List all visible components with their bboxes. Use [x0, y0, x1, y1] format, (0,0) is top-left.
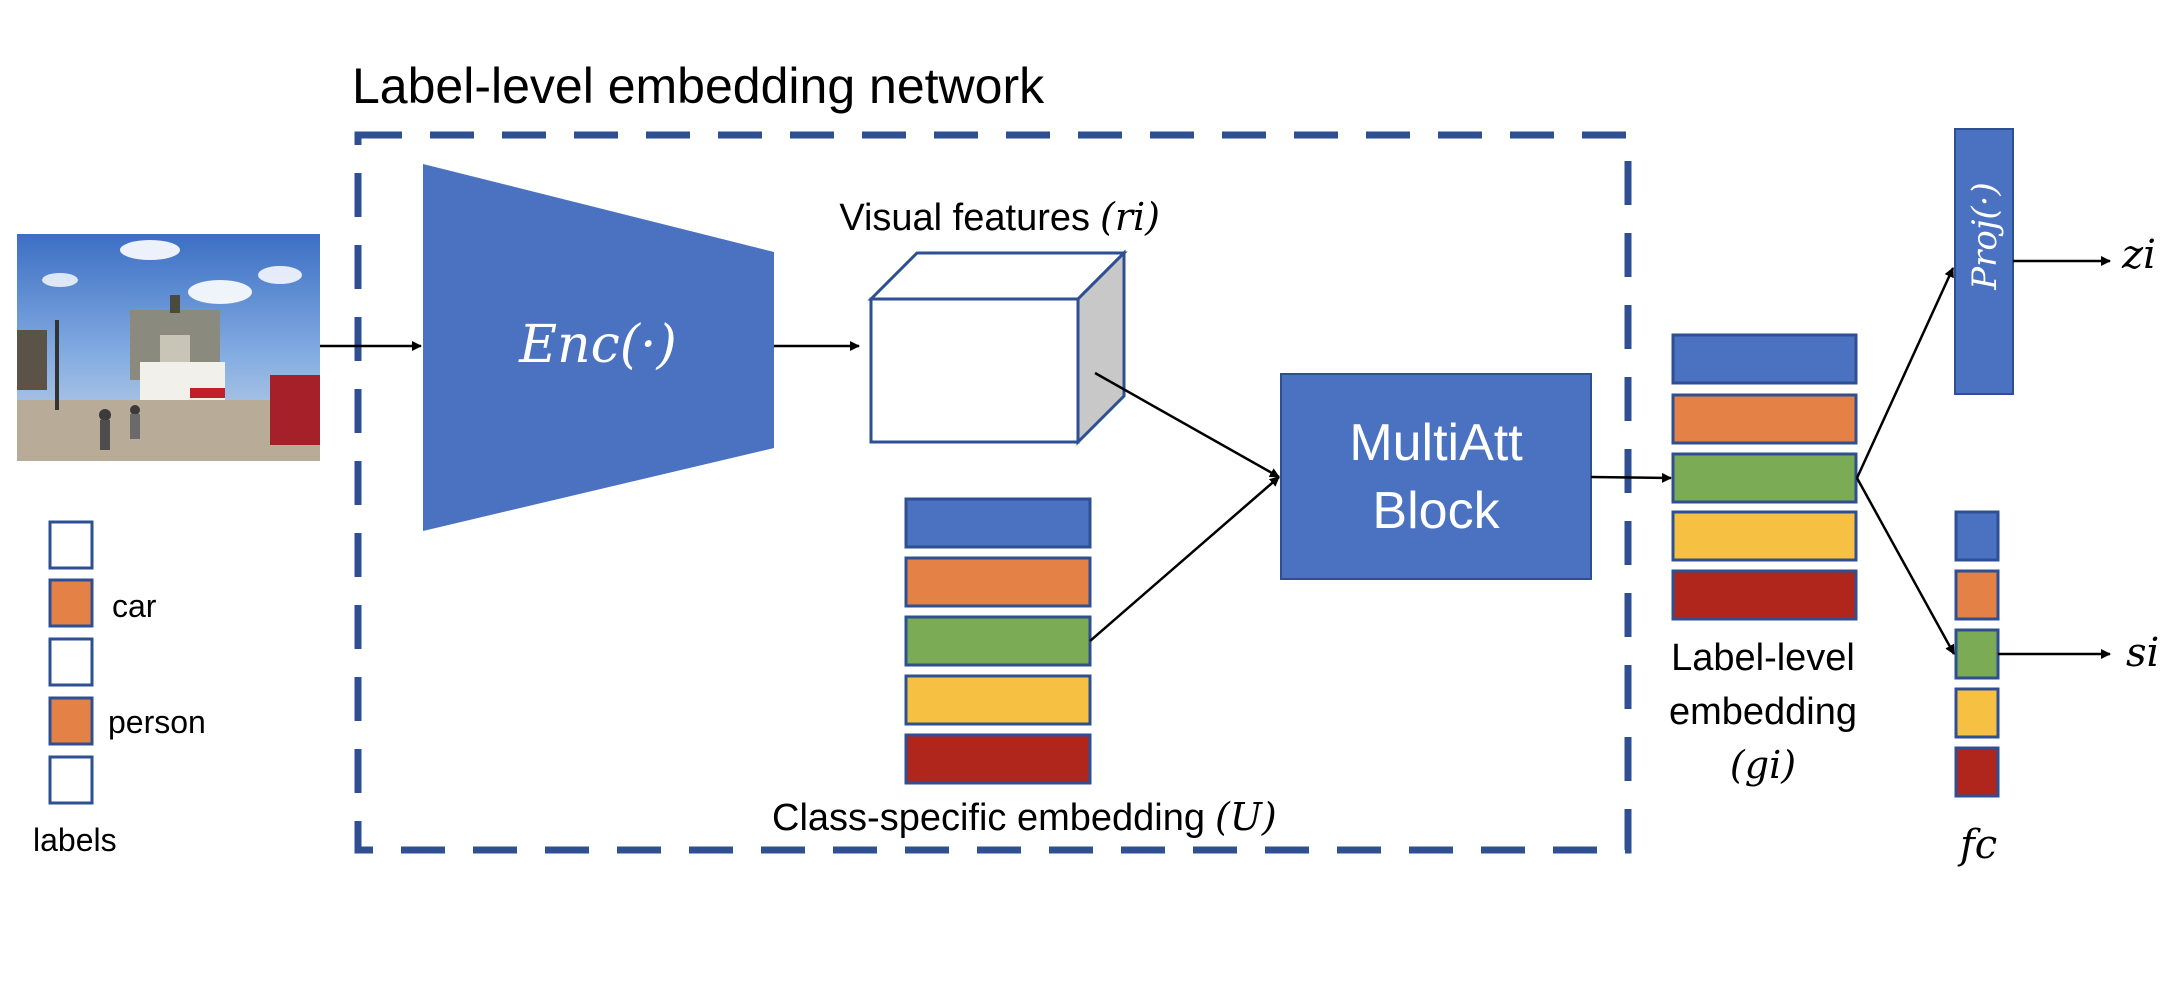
multiatt-block: [1280, 373, 1592, 580]
visual-features-cube: [867, 249, 1128, 446]
projection-label: Proj(·): [1965, 182, 2005, 290]
class-embedding-bar-red: [904, 733, 1092, 785]
arrow-embedding-to-projection: [1855, 267, 1955, 479]
label-text-car: car: [112, 588, 157, 624]
arrow-features-to-multiatt: [1094, 371, 1280, 479]
arrow-embedding-to-classifier: [1855, 477, 1956, 655]
class-embedding-bar-blue: [904, 497, 1092, 549]
class-embedding-bar-yellow: [904, 674, 1092, 726]
visual-features-symbol: (ri): [1100, 195, 1160, 239]
labels-caption: labels: [33, 822, 117, 858]
label-box-1: [48, 520, 94, 570]
label-embedding-symbol: (gi): [1730, 743, 1796, 787]
class-embedding-label: Class-specific embedding: [772, 797, 1205, 839]
labels-column: car person labels: [33, 520, 206, 858]
arrow-multiatt-to-label-embedding: [1590, 472, 1672, 483]
classifier-label: fc: [1957, 822, 1997, 868]
label-box-5: [48, 755, 94, 805]
label-embedding-bar-orange: [1671, 393, 1858, 445]
encoder-label: Enc(·): [518, 315, 677, 375]
classifier-bar-yellow: [1954, 687, 2000, 739]
classifier-stack: [1954, 510, 2000, 798]
multiatt-label-line1: MultiAtt: [1349, 414, 1523, 472]
classifier-bar-green: [1954, 628, 2000, 680]
label-embedding-label-line2: embedding: [1669, 691, 1857, 733]
output-s-label: si: [2126, 630, 2159, 676]
label-box-2: [48, 578, 94, 628]
output-z-label: zi: [2121, 232, 2156, 278]
label-box-4: [48, 696, 94, 746]
label-box-3: [48, 637, 94, 687]
arrow-class-embedding-to-multiatt: [1089, 476, 1280, 642]
label-embedding-stack: [1671, 333, 1858, 621]
classifier-bar-red: [1954, 746, 2000, 798]
input-image: [17, 234, 320, 461]
label-text-person: person: [108, 704, 206, 740]
classifier-bar-orange: [1954, 569, 2000, 621]
class-embedding-stack: [904, 497, 1092, 785]
label-embedding-label-line1: Label-level: [1671, 637, 1855, 679]
encoder-block: [423, 164, 774, 531]
network-dashed-border: [354, 131, 1632, 854]
label-embedding-bar-blue: [1671, 333, 1858, 385]
classifier-bar-blue: [1954, 510, 2000, 562]
visual-features-label: Visual features: [839, 197, 1090, 239]
label-embedding-bar-green: [1671, 452, 1858, 504]
class-embedding-bar-green: [904, 615, 1092, 667]
multiatt-label-line2: Block: [1372, 482, 1500, 540]
projection-head: [1954, 128, 2014, 395]
label-embedding-bar-red: [1671, 569, 1858, 621]
label-embedding-bar-yellow: [1671, 510, 1858, 562]
class-embedding-symbol: (U): [1215, 795, 1277, 839]
network-title: Label-level embedding network: [352, 58, 1045, 114]
class-embedding-bar-orange: [904, 556, 1092, 608]
